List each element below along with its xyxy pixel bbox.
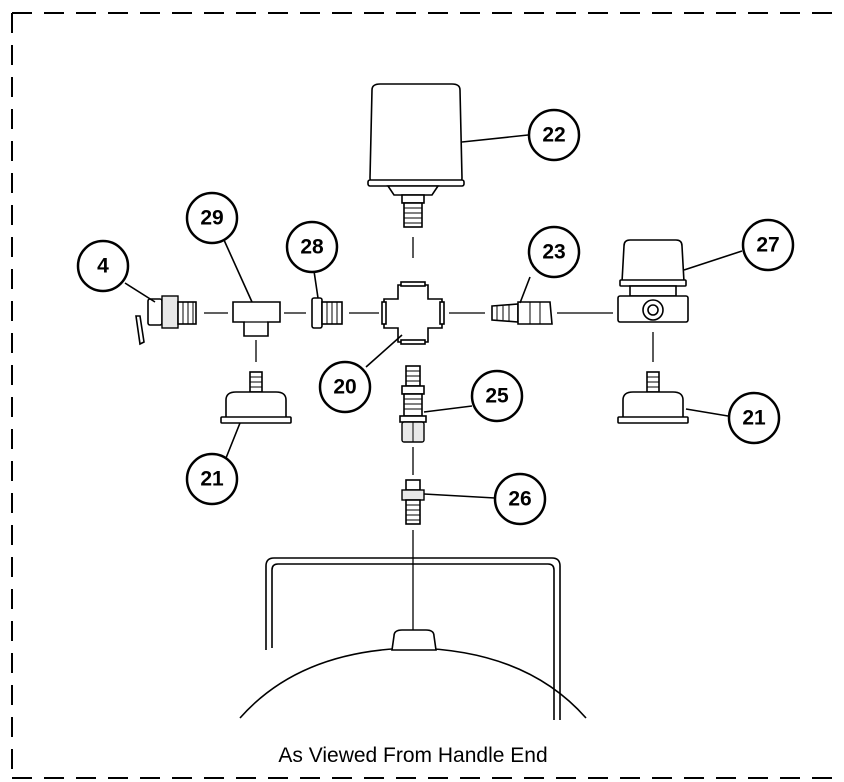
callout-27: 27 bbox=[741, 218, 795, 272]
callout-4: 4 bbox=[76, 239, 130, 293]
callout-26-label: 26 bbox=[508, 488, 531, 511]
part-20-cross-fitting bbox=[381, 281, 445, 345]
callout-26: 26 bbox=[493, 472, 547, 526]
callout-21-left-label: 21 bbox=[200, 468, 224, 491]
callout-21-right: 21 bbox=[727, 391, 781, 445]
callout-23-label: 23 bbox=[542, 241, 565, 264]
part-4-drain-valve bbox=[135, 295, 197, 346]
callout-25-label: 25 bbox=[485, 385, 509, 408]
callout-27-label: 27 bbox=[756, 234, 779, 257]
leader-lines bbox=[124, 134, 743, 499]
part-29-tee-fitting bbox=[232, 301, 281, 337]
diagram-caption: As Viewed From Handle End bbox=[278, 744, 547, 767]
callout-28: 28 bbox=[285, 220, 339, 274]
callout-20-label: 20 bbox=[333, 376, 356, 399]
part-26-nipple-fitting bbox=[401, 479, 425, 525]
callout-25: 25 bbox=[470, 369, 524, 423]
part-25-union-fitting bbox=[399, 365, 427, 443]
part-23-coupling bbox=[491, 301, 553, 325]
part-22-pressure-switch bbox=[367, 83, 465, 228]
callout-29: 29 bbox=[185, 191, 239, 245]
part-27-control-switch bbox=[617, 239, 689, 323]
part-21-gauge-right bbox=[617, 371, 689, 424]
dashed-border-frame bbox=[11, 12, 840, 779]
connection-lines bbox=[204, 237, 654, 636]
callout-21-left: 21 bbox=[185, 452, 239, 506]
part-21-gauge-left bbox=[220, 371, 292, 424]
callout-28-label: 28 bbox=[300, 236, 324, 259]
callout-29-label: 29 bbox=[200, 207, 223, 230]
callout-4-label: 4 bbox=[97, 255, 109, 278]
callout-22: 22 bbox=[527, 108, 581, 162]
callout-20: 20 bbox=[318, 360, 372, 414]
tank-with-handle bbox=[239, 557, 587, 720]
callout-21-right-label: 21 bbox=[742, 407, 766, 430]
callout-23: 23 bbox=[527, 225, 581, 279]
caption-background bbox=[228, 738, 598, 774]
callout-22-label: 22 bbox=[542, 124, 565, 147]
part-28-adapter bbox=[311, 297, 343, 329]
